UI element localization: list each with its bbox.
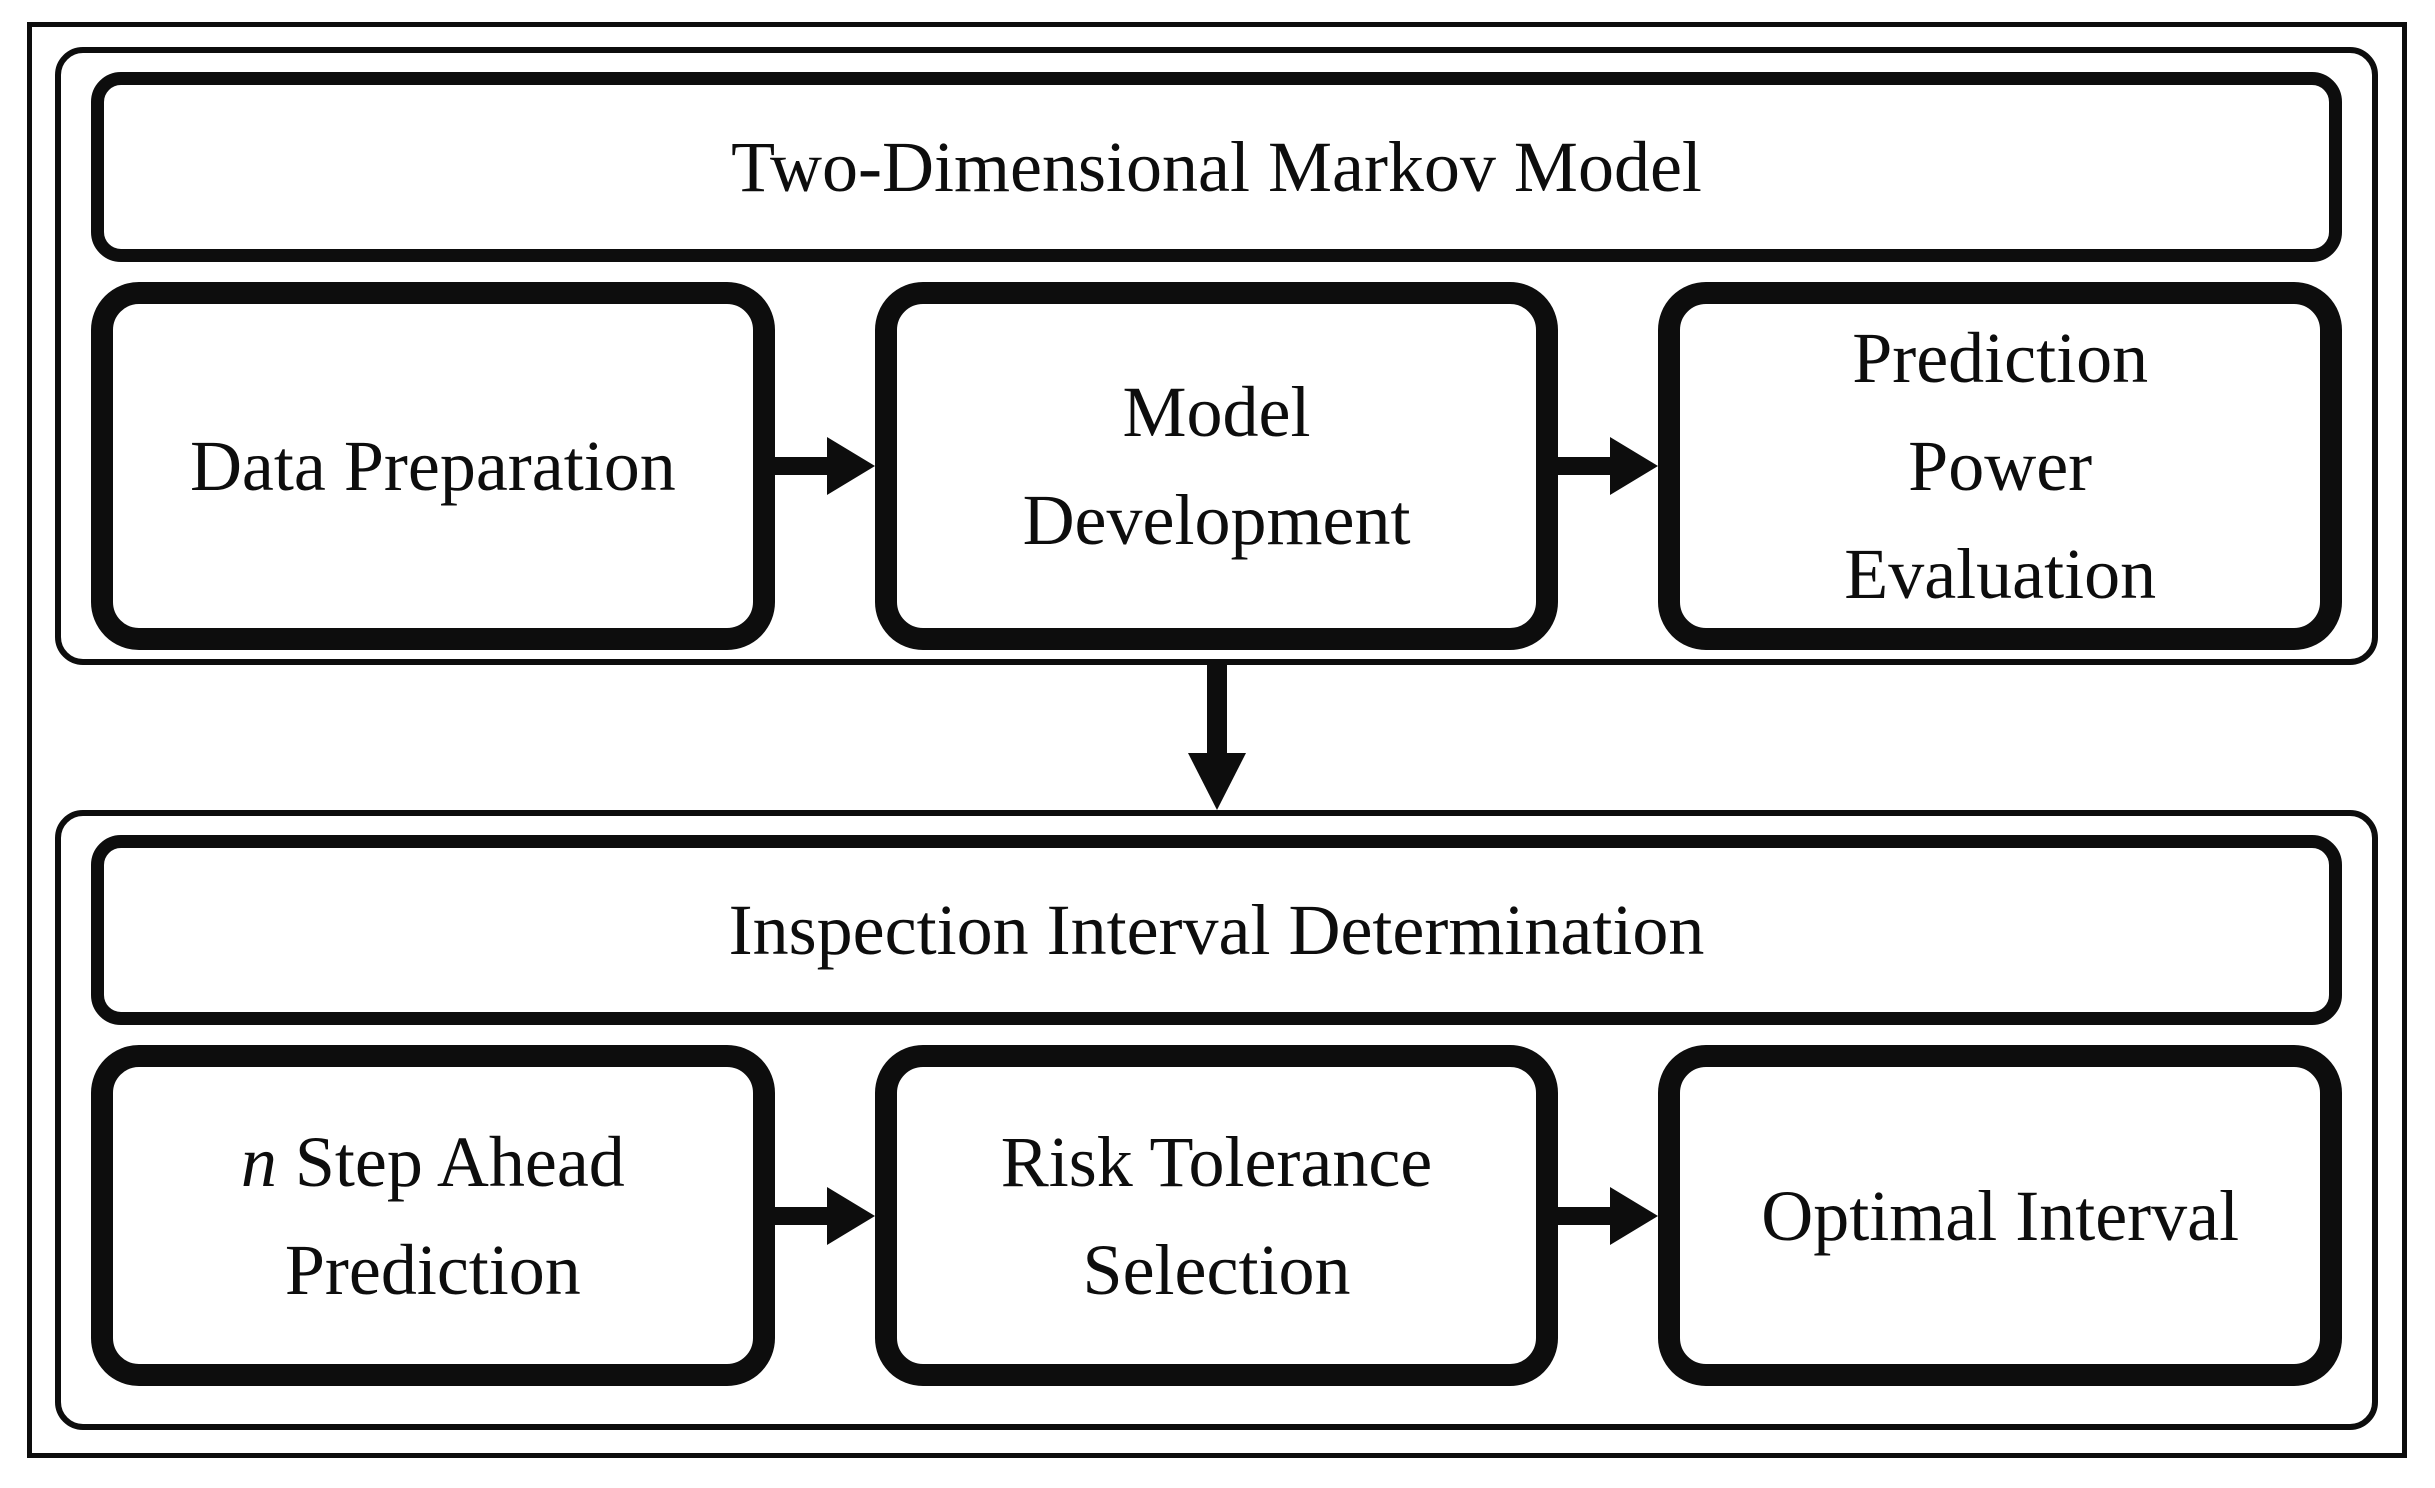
step-row: Data Preparation Model Development Predi… (91, 282, 2343, 650)
section-title-box: Two-Dimensional Markov Model (91, 72, 2342, 262)
step-label: n Step Ahead Prediction (241, 1108, 625, 1324)
step-label: Data Preparation (189, 426, 676, 506)
right-arrow-icon (774, 437, 875, 495)
arrow-cell (774, 1045, 875, 1386)
step-label: Optimal Interval (1761, 1175, 2240, 1256)
section-title: Two-Dimensional Markov Model (731, 126, 1702, 207)
section-inspection-interval-determination: Inspection Interval Determination n Step… (55, 810, 2378, 1430)
right-arrow-icon (774, 1186, 875, 1245)
down-arrow-icon (1187, 665, 1246, 810)
step-box-model-development: Model Development (874, 282, 1559, 650)
section-connector (55, 665, 2378, 810)
step-box-prediction-power-evaluation: Prediction Power Evaluation (1658, 282, 2343, 650)
arrow-cell (774, 282, 875, 650)
arrow-cell (1558, 282, 1659, 650)
arrow-cell (1558, 1045, 1659, 1386)
step-box-data-preparation: Data Preparation (91, 282, 775, 650)
section-two-dimensional-markov-model: Two-Dimensional Markov Model Data Prepar… (55, 47, 2378, 665)
flowchart-outer-frame: Two-Dimensional Markov Model Data Prepar… (27, 22, 2407, 1458)
italic-n: n (240, 1121, 277, 1202)
step-row: n Step Ahead Prediction Risk Tolerance S… (91, 1045, 2343, 1386)
step-label-rest: Step Ahead Prediction (284, 1121, 625, 1310)
step-label: Prediction Power Evaluation (1844, 318, 2157, 614)
right-arrow-icon (1558, 437, 1659, 495)
section-title: Inspection Interval Determination (728, 889, 1705, 970)
step-box-optimal-interval: Optimal Interval (1658, 1045, 2343, 1386)
step-label: Risk Tolerance Selection (1000, 1121, 1433, 1310)
step-label: Model Development (1022, 372, 1411, 560)
step-box-n-step-ahead-prediction: n Step Ahead Prediction (91, 1045, 775, 1386)
step-box-risk-tolerance-selection: Risk Tolerance Selection (874, 1045, 1559, 1386)
right-arrow-icon (1558, 1186, 1659, 1245)
section-title-box: Inspection Interval Determination (91, 835, 2342, 1025)
